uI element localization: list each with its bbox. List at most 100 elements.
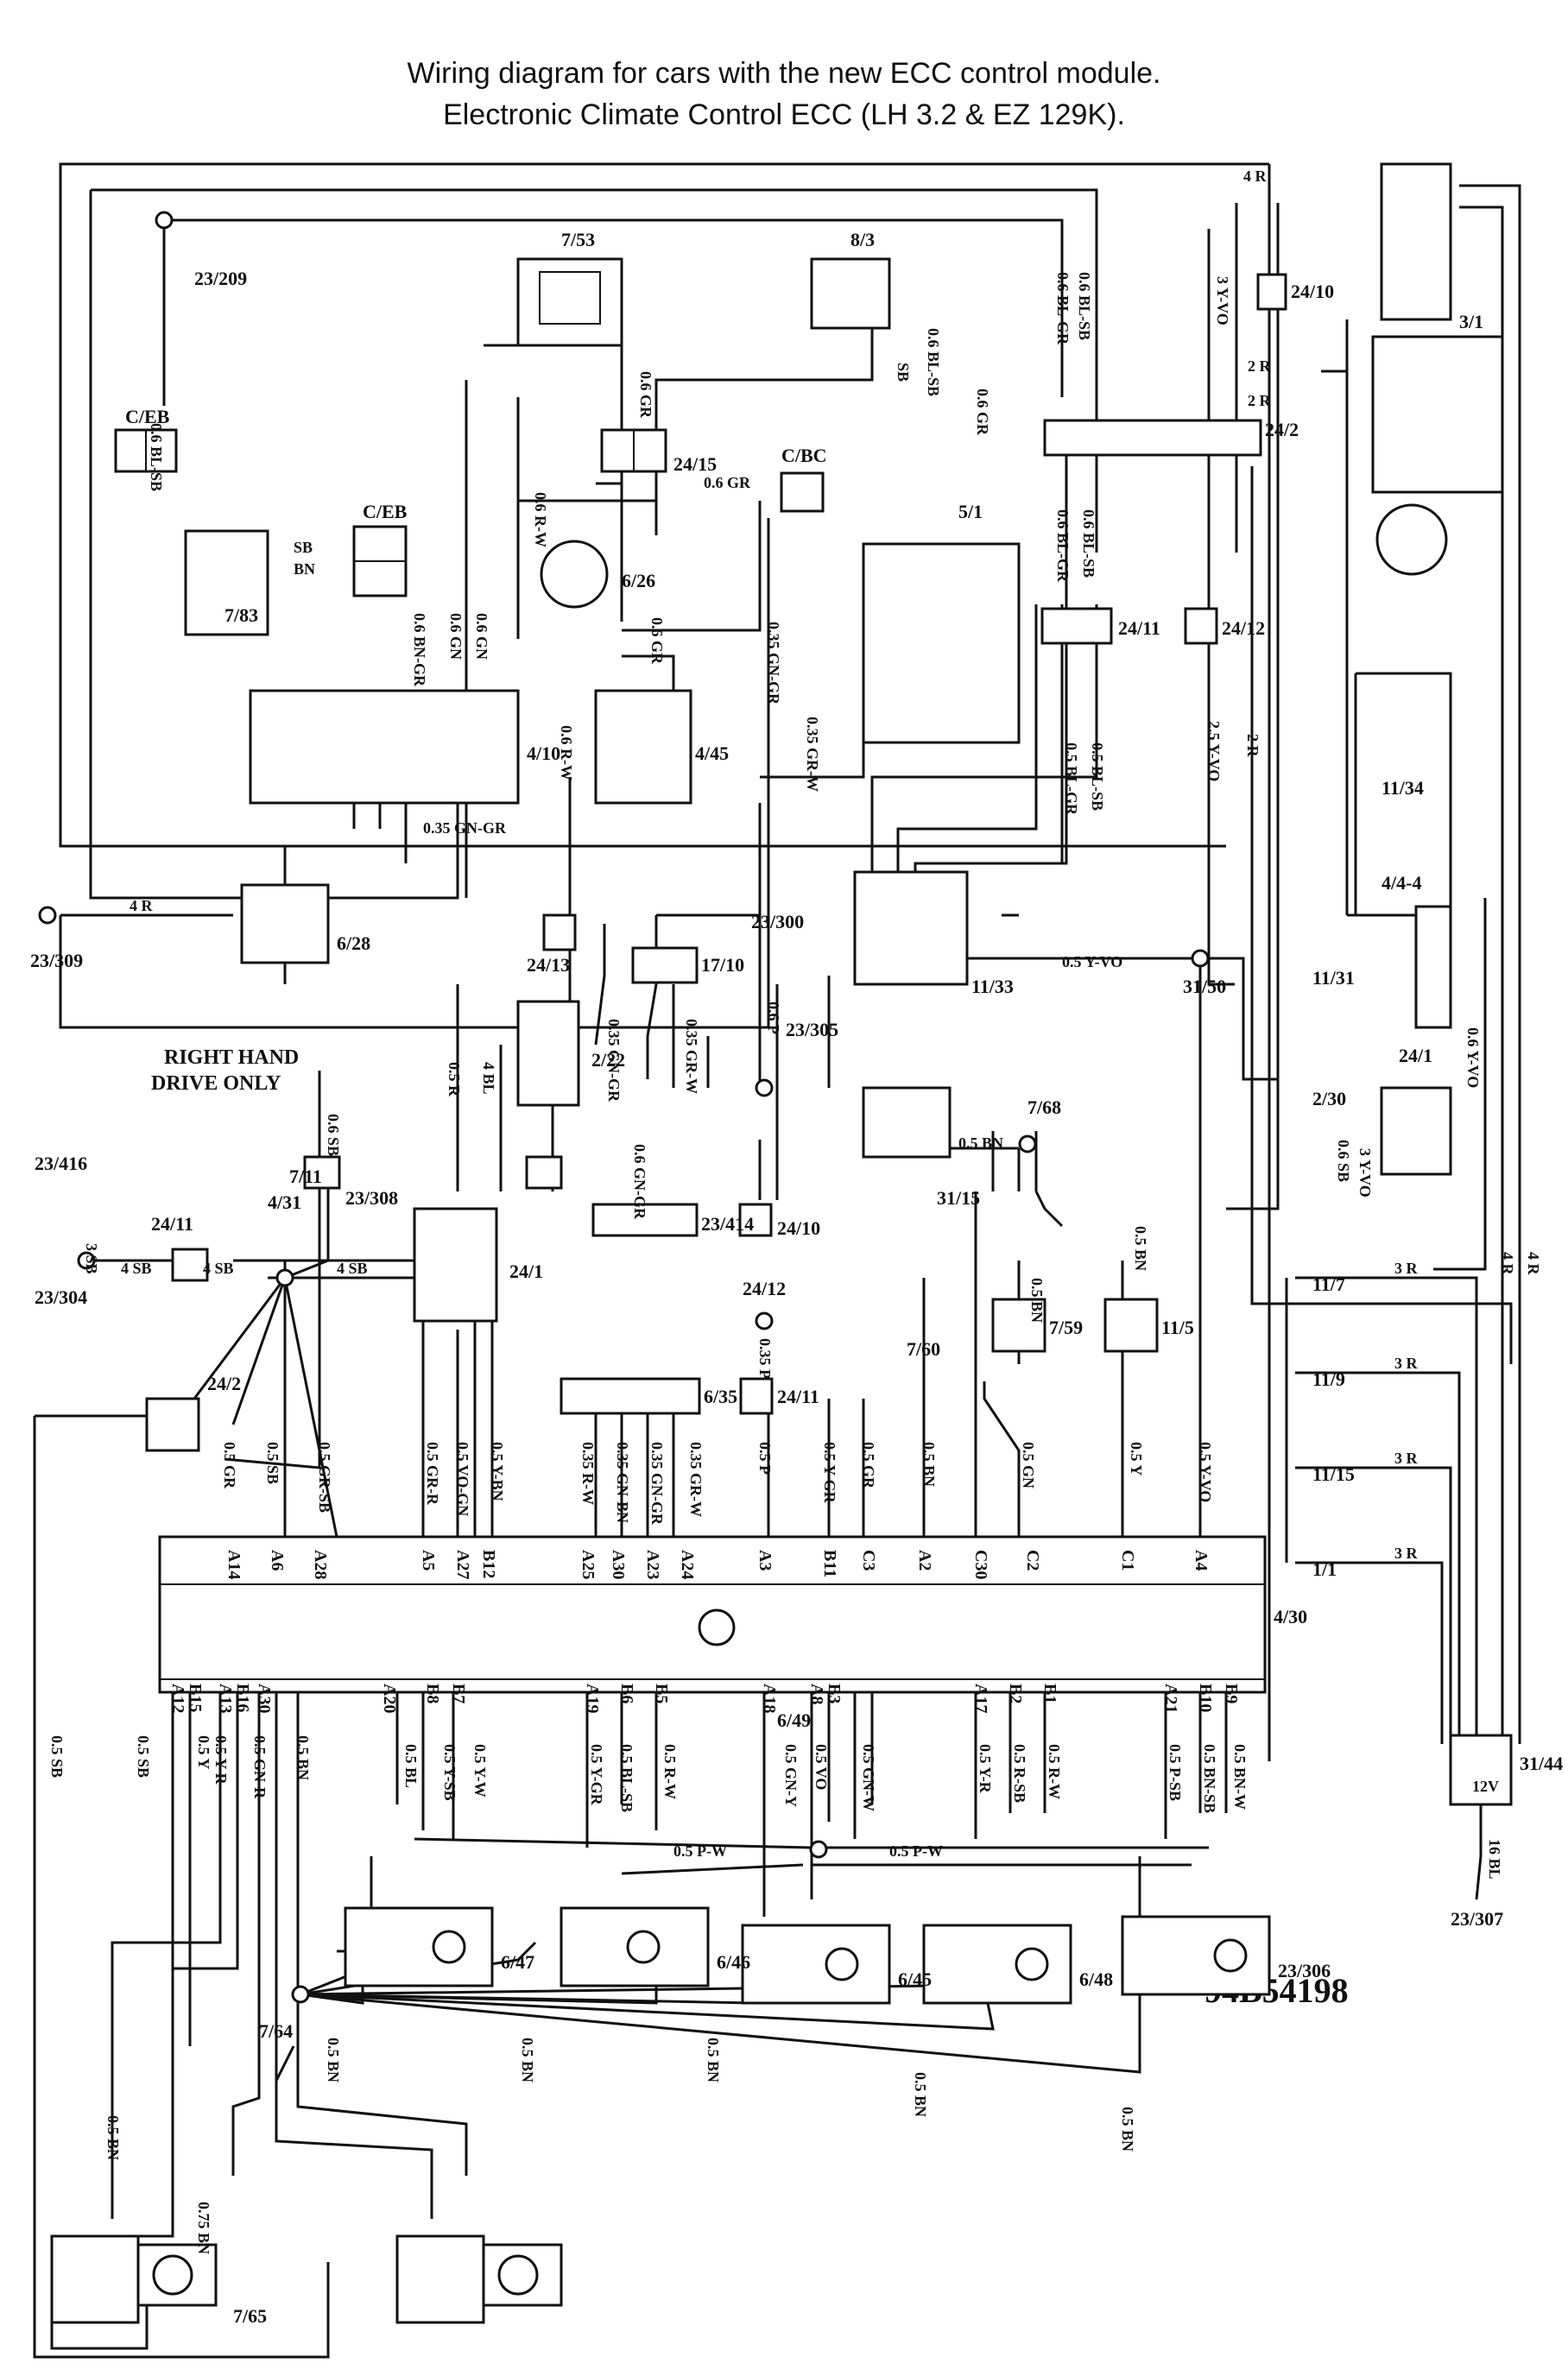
- label-11-9: 11/15: [1312, 1463, 1355, 1485]
- ecc-bottom-pin-B1: B1: [1040, 1684, 1059, 1703]
- wire-label-93: 0.5 P-W: [673, 1842, 727, 1860]
- connector-24-10: [171, 1248, 209, 1282]
- wire-label-6: 0.6 BL-GR: [1054, 509, 1072, 583]
- label-24-15: 24/15: [673, 453, 717, 475]
- wire-label-54: 0.5 GR: [221, 1442, 238, 1489]
- label-24-11: 6/35: [704, 1386, 737, 1407]
- wire-label-36: 0.5 Y-VO: [1062, 953, 1122, 970]
- ecc-top-pin-A30: A30: [609, 1550, 628, 1579]
- label-24-13-left: 24/13: [527, 954, 570, 976]
- wire-label-18: SB: [294, 539, 313, 556]
- label-24-1-left: 23/308: [345, 1187, 398, 1209]
- wire-label-9: 0.6 GR: [637, 371, 654, 419]
- wire-label-83: 0.5 R-W: [661, 1744, 679, 1799]
- wire-label-50: 3 R: [1394, 1260, 1419, 1277]
- wire-label-48: 4 SB: [337, 1260, 368, 1277]
- label-11-15: 1/1: [1312, 1558, 1337, 1580]
- wire-label-85: 0.5 VO: [812, 1744, 830, 1790]
- wire-label-37: 0.6 Y-VO: [1464, 1027, 1482, 1088]
- wire-label-56: 0.5 GR-SB: [316, 1442, 333, 1513]
- label-7-64: 7/65: [233, 2305, 267, 2327]
- wire-label-95: 0.5 BN: [325, 2038, 342, 2082]
- wire-label-0: 4 R: [1243, 167, 1268, 185]
- ecc-bottom-pin-B16: B16: [233, 1684, 252, 1712]
- ecc-top-pin-A4: A4: [1192, 1550, 1211, 1570]
- wire-label-16: SB: [895, 363, 912, 382]
- wire-label-100: 0.75 BN: [195, 2202, 212, 2254]
- wire-label-43: 0.5 BN: [1028, 1278, 1046, 1323]
- motor-6-46: [741, 1924, 891, 2005]
- label-2-30: 24/1: [1399, 1045, 1432, 1066]
- connector-24-11: [560, 1377, 701, 1415]
- label-23-305: 31/50: [1183, 976, 1226, 997]
- wire-label-63: 0.35 GR-W: [687, 1442, 705, 1517]
- label-23-308: 7/68: [1027, 1096, 1061, 1118]
- ecc-top-pin-A25: A25: [579, 1550, 597, 1579]
- wire-label-19: 0.6 GR: [704, 474, 751, 491]
- ecc-top-pin-A14: A14: [224, 1550, 243, 1579]
- label-11-33: 11/34: [1381, 777, 1424, 799]
- diagram-title-line-2: Electronic Climate Control ECC (LH 3.2 &…: [443, 98, 1125, 131]
- connector-24-11-left: [303, 1155, 341, 1190]
- wire-label-76: 0.5 GN-R: [251, 1735, 269, 1799]
- label-23-414: 24/12: [743, 1278, 786, 1299]
- wire-label-14: 0.6 GR: [648, 617, 666, 665]
- wire-label-82: 0.5 BL-SB: [618, 1744, 635, 1812]
- components: [50, 162, 1513, 2324]
- label-23-304: 4/31: [268, 1191, 301, 1213]
- ecc-bottom-pin-B7: B7: [449, 1684, 468, 1703]
- wire-label-12: 0.6 GN: [447, 613, 465, 660]
- wire-label-32: 0.35 GR-W: [683, 1019, 700, 1094]
- ecc-bottom-pin-A13: A13: [216, 1684, 235, 1713]
- wire-label-8: 0.6 GR: [974, 389, 991, 436]
- splices: [38, 211, 1210, 2004]
- connector-24-11-top: [1040, 607, 1113, 645]
- wire-label-51: 3 R: [1394, 1355, 1419, 1372]
- wire-label-73: 0.5 SB: [135, 1735, 152, 1778]
- label-24-10-top: 24/10: [1291, 281, 1334, 302]
- label-23-309: 23/309: [30, 950, 83, 971]
- motor-6-49: [344, 1906, 494, 1987]
- wire-label-91: 0.5 BN-SB: [1201, 1744, 1218, 1813]
- motor-6-47: [560, 1906, 710, 1987]
- wire-label-42: 0.5 BN: [958, 1134, 1003, 1152]
- ecc-bottom-pin-B15: B15: [186, 1684, 205, 1712]
- ecc-top-pin-C2: C2: [1023, 1550, 1042, 1570]
- label-31-44: 23/307: [1451, 1908, 1503, 1930]
- wire-label-1: 3 Y-VO: [1214, 276, 1231, 325]
- wire-label-103: 12V: [1472, 1778, 1499, 1795]
- wire-label-47: 4 SB: [203, 1260, 234, 1277]
- label-c-bc: C/BC: [781, 445, 827, 466]
- wire-label-98: 0.5 BN: [912, 2072, 929, 2117]
- ecc-bottom-pin-B5: B5: [652, 1684, 671, 1703]
- label-11-34: 4/4-4: [1381, 872, 1421, 894]
- connector-24-1-left: [525, 1155, 563, 1190]
- ecc-top-pin-C3: C3: [859, 1550, 878, 1570]
- wire-label-28: 4 R: [130, 897, 154, 914]
- wire-label-22: 0.5 BL-GR: [1063, 742, 1080, 816]
- battery-1-1: [1449, 1734, 1513, 1806]
- wire-label-75: 0.5 Y-R: [212, 1735, 230, 1785]
- right-hand-drive-note-line-2: DRIVE ONLY: [151, 1072, 281, 1095]
- label-8-3: 8/3: [850, 229, 875, 250]
- module-5-1: [862, 542, 1021, 744]
- wire-label-68: 0.5 BN: [920, 1442, 938, 1487]
- wire-label-61: 0.35 GN-BN: [614, 1442, 631, 1523]
- ecc-bottom-pin-B10: B10: [1196, 1684, 1215, 1712]
- wire-label-11: 0.6 BN-GR: [411, 613, 428, 687]
- ecc-bottom-pin-A12: A12: [168, 1684, 187, 1713]
- label-24-13: 17/10: [701, 954, 744, 976]
- wire-label-62: 0.35 GN-GR: [648, 1442, 666, 1526]
- actuator-4-45: [594, 689, 692, 805]
- actuator-4-10: [249, 689, 520, 805]
- wire-label-67: 0.5 GR: [860, 1442, 877, 1489]
- label-24-12-top: 24/12: [1222, 617, 1265, 639]
- relay-7-83: [184, 529, 269, 636]
- label-4-4-4: 23/300: [751, 911, 804, 932]
- label-17-10: 2/22: [591, 1049, 625, 1071]
- sensor-7-60: [991, 1298, 1046, 1353]
- label-2-22: 11/33: [971, 976, 1014, 997]
- sensor-7-68: [862, 1086, 952, 1159]
